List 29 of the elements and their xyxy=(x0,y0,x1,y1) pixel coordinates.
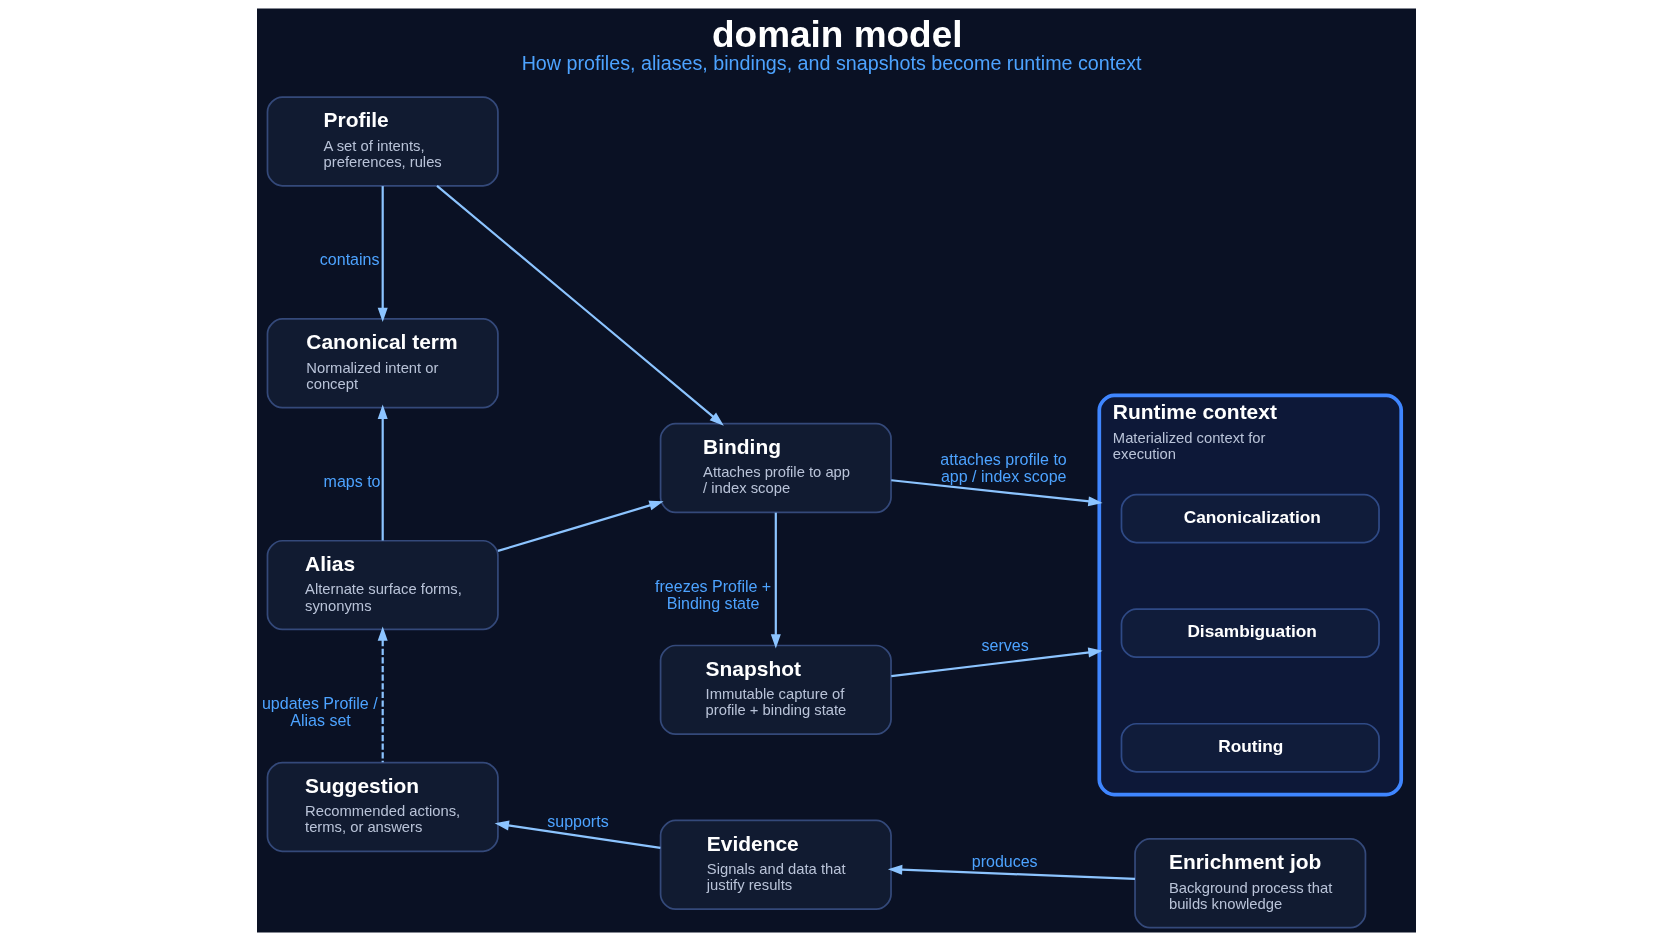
arrow xyxy=(377,404,388,541)
edge-label: produces xyxy=(971,851,1038,870)
node-box: Alias Alternate surface forms, synonyms xyxy=(266,539,499,631)
arrow xyxy=(770,512,781,649)
edge-label: supports xyxy=(546,812,609,831)
arrow xyxy=(435,185,724,426)
arrow xyxy=(377,626,388,763)
arrow xyxy=(377,186,388,323)
arrow xyxy=(890,647,1103,678)
arrow xyxy=(890,479,1103,507)
node-box: Routing xyxy=(1120,722,1380,773)
edge-label: updates Profile / Alias set xyxy=(261,693,378,730)
node-box: Snapshot Immutable capture of profile + binding state xyxy=(659,644,892,736)
arrow xyxy=(887,864,1135,880)
arrow xyxy=(497,500,664,552)
edge-label: attaches profile to app / index scope xyxy=(939,449,1067,486)
node-box: Disambiguation xyxy=(1120,608,1380,659)
edge-label: maps to xyxy=(323,471,381,490)
edge-label: freezes Profile + Binding state xyxy=(654,576,771,613)
node-box: Enrichment job Background process that builds knowledge xyxy=(1133,838,1366,929)
node-box: Canonicalization xyxy=(1120,493,1380,544)
node-box: Canonical term Normalized intent or concept xyxy=(266,318,499,409)
node-box: Suggestion Recommended actions, terms, or answers xyxy=(266,761,499,853)
node-box: Binding Attaches profile to app / index scope xyxy=(659,422,892,514)
arrow xyxy=(494,820,661,849)
edge-label: contains xyxy=(319,250,379,269)
edge-label: serves xyxy=(981,635,1029,654)
node-box: Evidence Signals and data that justify results xyxy=(659,819,892,911)
node-box: Profile A set of intents, preferences, rules xyxy=(266,96,499,187)
